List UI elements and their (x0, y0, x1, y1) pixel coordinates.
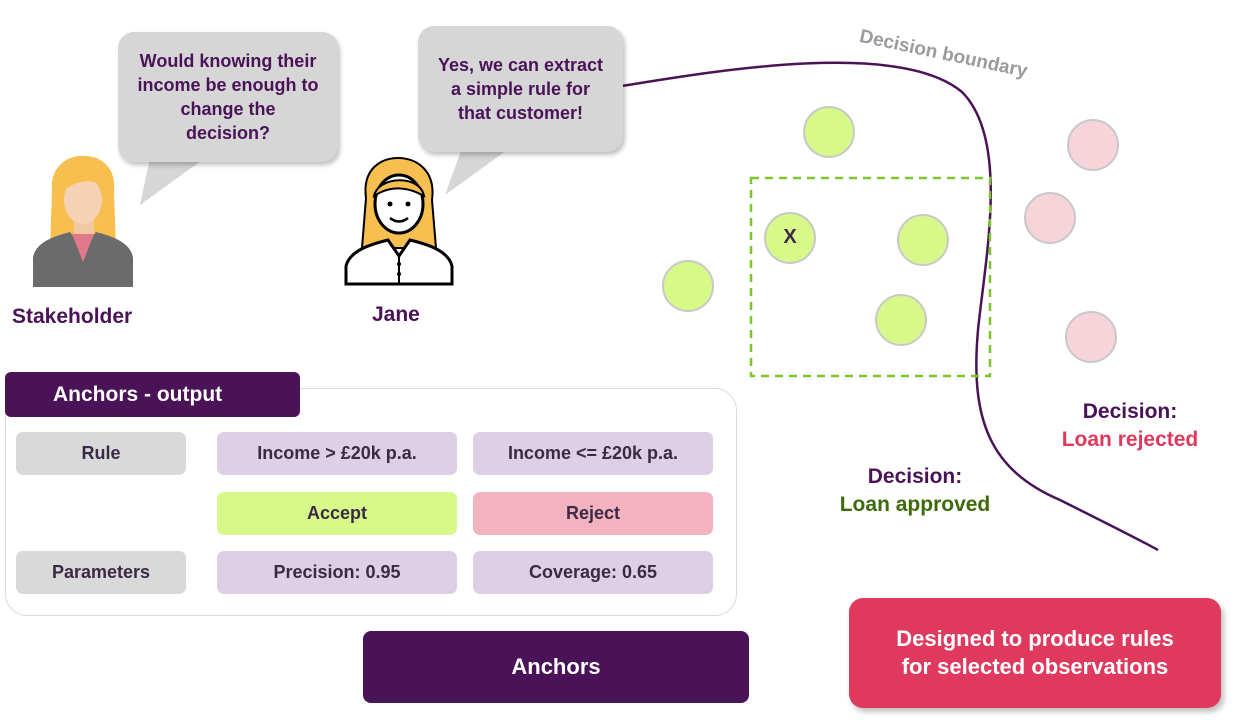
approved-point (803, 106, 855, 158)
rejected-point (1024, 192, 1076, 244)
jane-answer: Yes, we can extract a simple rule for th… (437, 55, 604, 123)
rule-income-below: Income <= £20k p.a. (473, 432, 713, 475)
jane-label: Jane (372, 303, 420, 326)
decision-approved-heading: Decision: (867, 465, 963, 488)
decision-approved-value: Loan approved (839, 493, 991, 516)
coverage-value: Coverage: 0.65 (473, 551, 713, 594)
approved-points (662, 106, 949, 346)
parameters-label: Parameters (16, 551, 186, 594)
selected-point-label: X (783, 226, 797, 248)
stakeholder-speech-bubble: Would knowing their income be enough to … (118, 32, 338, 162)
decision-boundary-curve (621, 61, 1159, 552)
decision-rejected-heading: Decision: (1082, 400, 1178, 423)
anchors-output-title: Anchors - output (5, 372, 300, 417)
stakeholder-icon (33, 155, 133, 287)
decision-approved: Decision: Loan approved (810, 463, 1020, 519)
rule-income-above: Income > £20k p.a. (217, 432, 457, 475)
approved-point (897, 214, 949, 266)
selected-observation-point (764, 212, 816, 264)
accept-outcome: Accept (217, 492, 457, 535)
stakeholder-bubble-tail (140, 158, 205, 205)
approved-point (662, 260, 714, 312)
rule-label: Rule (16, 432, 186, 475)
designed-note-text: Designed to produce rules for selected o… (896, 626, 1174, 679)
jane-icon (344, 156, 454, 286)
stakeholder-question: Would knowing their income be enough to … (137, 51, 319, 143)
jane-bubble-tail (445, 148, 510, 195)
designed-note: Designed to produce rules for selected o… (849, 598, 1221, 708)
decision-rejected: Decision: Loan rejected (1030, 398, 1230, 454)
rejected-point (1065, 311, 1117, 363)
rejected-point (1067, 119, 1119, 171)
precision-value: Precision: 0.95 (217, 551, 457, 594)
reject-outcome: Reject (473, 492, 713, 535)
stakeholder-label: Stakeholder (12, 305, 133, 328)
anchor-region-box (749, 176, 992, 378)
anchors-button[interactable]: Anchors (363, 631, 749, 703)
rejected-points (1024, 119, 1119, 363)
decision-rejected-value: Loan rejected (1061, 428, 1199, 451)
approved-point (875, 294, 927, 346)
jane-speech-bubble: Yes, we can extract a simple rule for th… (418, 26, 623, 152)
